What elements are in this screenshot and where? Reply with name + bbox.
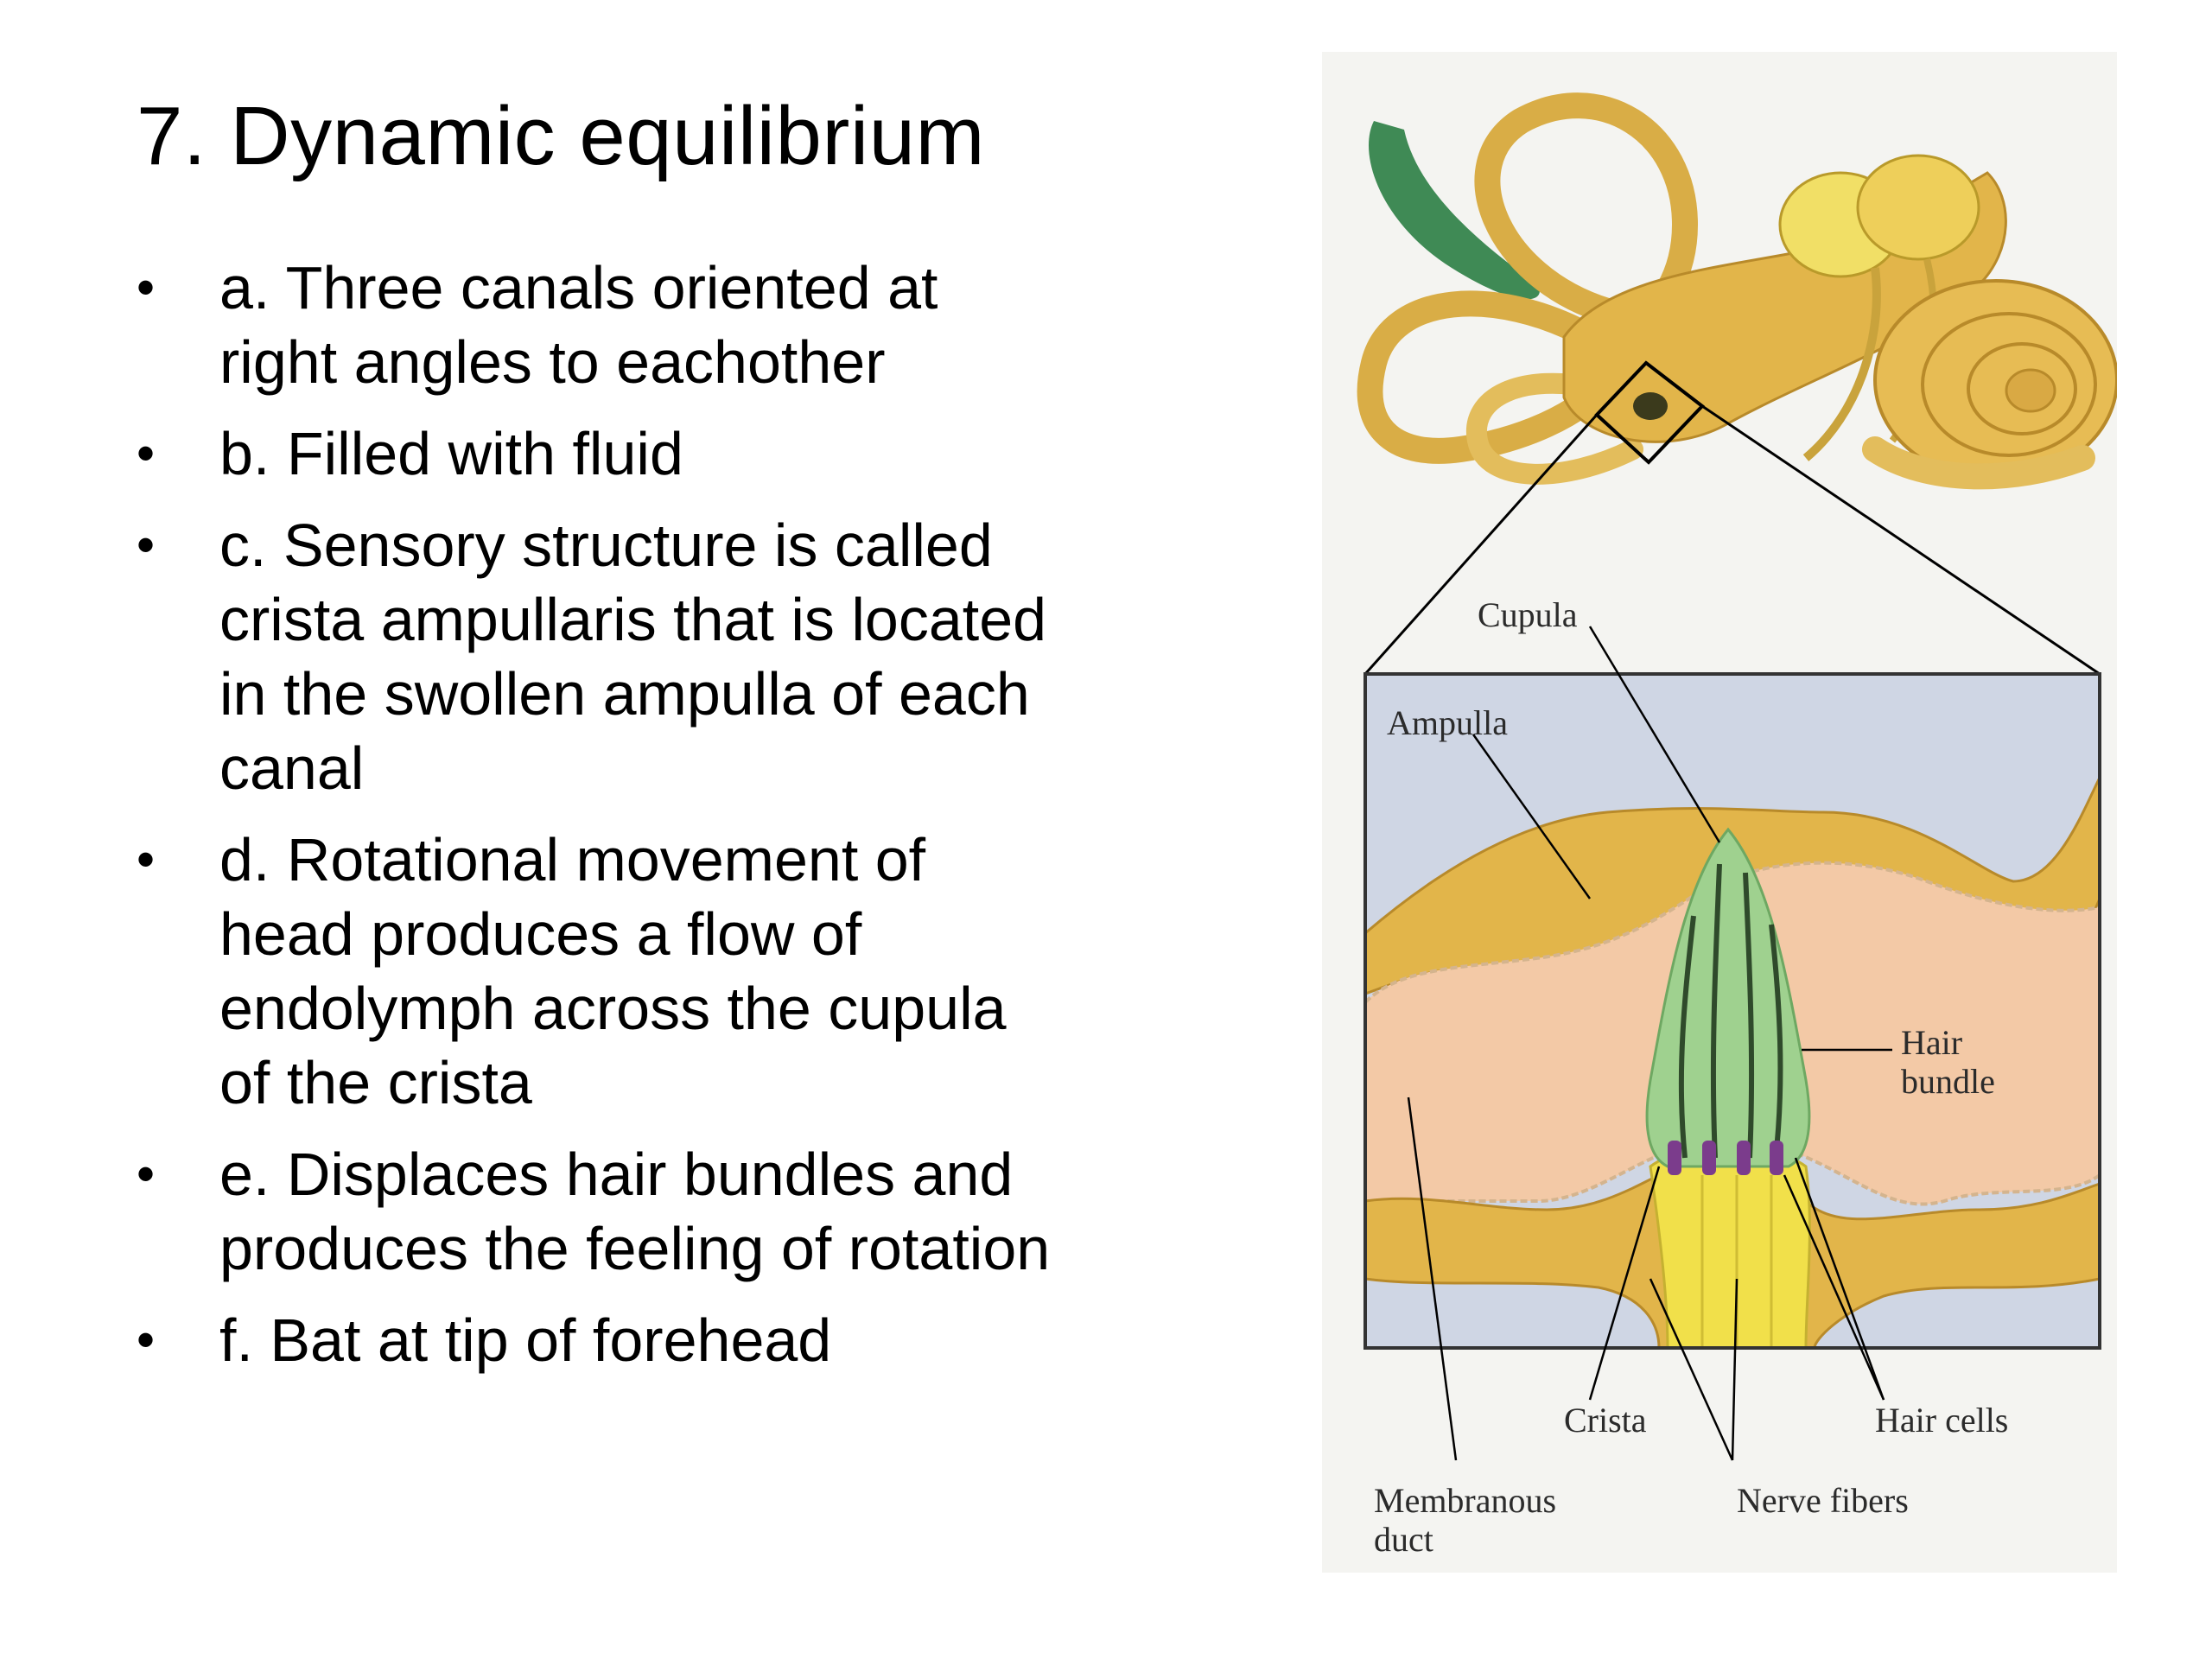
lateral-canal: [1465, 372, 1643, 485]
bullet-item: a. Three canals oriented at right angles…: [137, 251, 1052, 399]
label-cupula: Cupula: [1478, 595, 1578, 634]
label-crista: Crista: [1564, 1401, 1647, 1440]
posterior-canal: [1357, 290, 1620, 464]
label-hair-bundle-1: Hair: [1901, 1023, 1962, 1062]
bullet-item: b. Filled with fluid: [137, 416, 1052, 491]
inner-ear-diagram: Cupula Ampulla Hair bundle Crista Hair c…: [1357, 92, 2117, 1559]
labyrinth-illustration: [1357, 92, 2117, 490]
hair-cell: [1668, 1141, 1681, 1175]
label-hair-cells: Hair cells: [1875, 1401, 2008, 1440]
ampulla-marker: [1633, 392, 1668, 420]
bullet-item: e. Displaces hair bundles and produces t…: [137, 1137, 1052, 1286]
slide-title: 7. Dynamic equilibrium: [137, 90, 986, 182]
bullet-item: d. Rotational movement of head produces …: [137, 823, 1052, 1120]
zoom-marker: [1594, 360, 1705, 465]
hair-cell: [1770, 1141, 1783, 1175]
bullet-list: a. Three canals oriented at right angles…: [137, 251, 1052, 1395]
bullet-item: c. Sensory structure is called crista am…: [137, 508, 1052, 805]
endolymphatic-sac: [1369, 121, 1540, 300]
label-membranous-duct-1: Membranous: [1374, 1481, 1556, 1520]
cupula: [1645, 827, 1811, 1168]
hair-cell: [1737, 1141, 1751, 1175]
inner-ear-figure: Cupula Ampulla Hair bundle Crista Hair c…: [1322, 52, 2117, 1573]
crista-magnified: [1363, 672, 2101, 1350]
leader-lines: [1407, 626, 1892, 1461]
anterior-canal: [1474, 92, 1699, 341]
bullet-item: f. Bat at tip of forehead: [137, 1303, 1052, 1377]
label-nerve-fibers: Nerve fibers: [1737, 1481, 1909, 1520]
label-hair-bundle-2: bundle: [1901, 1062, 1995, 1101]
cochlea: [1862, 279, 2117, 490]
hair-cell: [1702, 1141, 1716, 1175]
label-membranous-duct-2: duct: [1374, 1520, 1433, 1559]
label-ampulla: Ampulla: [1387, 703, 1508, 742]
